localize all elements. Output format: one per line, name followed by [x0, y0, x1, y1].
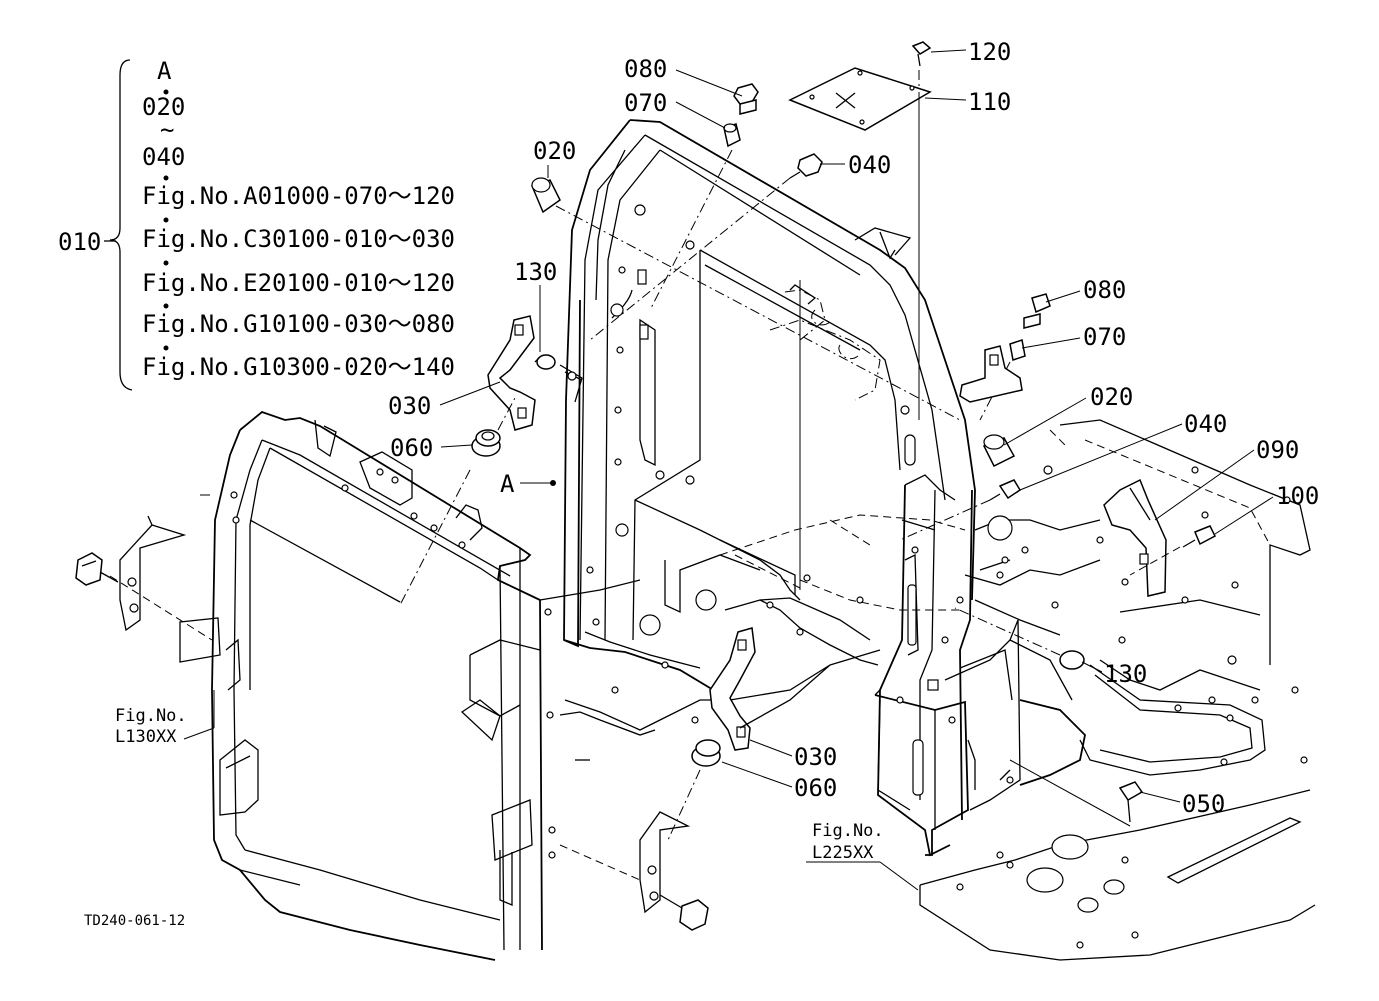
callout-030-upper: 030	[388, 392, 431, 420]
cover-plate-110	[788, 67, 932, 131]
bolt-080b-icon	[1023, 293, 1051, 329]
callout-a: A	[500, 470, 515, 498]
drawing-id: TD240-061-12	[84, 913, 185, 929]
bushing-020b-icon	[982, 434, 1016, 468]
callout-120: 120	[968, 38, 1011, 66]
callout-060-upper: 060	[390, 434, 433, 462]
legend-dot	[163, 260, 169, 266]
callout-040-upper: 040	[848, 151, 891, 179]
legend-line-3: 040	[142, 143, 185, 171]
callout-130-upper: 130	[514, 258, 557, 286]
callout-020-right: 020	[1090, 383, 1133, 411]
callout-070-right: 070	[1083, 323, 1126, 351]
pointer-dot	[550, 480, 556, 486]
bolt-icon	[659, 894, 709, 931]
bumper-130b-icon	[1059, 650, 1085, 670]
bolt-icon	[75, 552, 119, 586]
screw-icon	[911, 41, 932, 67]
left-cab-frame	[179, 410, 556, 961]
legend-line-1: 020	[142, 93, 185, 121]
spacer-070-icon	[723, 123, 741, 148]
bolt-080-icon	[733, 83, 759, 115]
legend-line-7: Fig.No.G10100-030～080	[142, 310, 455, 338]
legend-line-0: A	[157, 57, 172, 85]
callout-080-right: 080	[1083, 276, 1126, 304]
legend-dot	[163, 217, 169, 223]
figure-references: Fig.No. L130XX Fig.No. L225XX	[115, 706, 884, 863]
legend-block: 010 A 020 ~ 040 Fig.No.A01000-070～120 Fi…	[58, 57, 455, 391]
bumper-130-icon	[534, 354, 556, 370]
screw-120	[911, 41, 932, 420]
bolt-050	[1009, 759, 1144, 827]
ref-right-code: L225XX	[812, 843, 874, 863]
legend-dot	[163, 345, 169, 351]
callout-100: 100	[1276, 482, 1319, 510]
callout-040-right: 040	[1184, 410, 1227, 438]
legend-line-5: Fig.No.C30100-010～030	[142, 225, 455, 253]
callout-070-upper: 070	[624, 89, 667, 117]
bolt-040b-icon	[989, 479, 1022, 501]
floor-deck	[460, 419, 1316, 961]
callouts: 120 110 080 070 020 040 130 030 060 A 08…	[388, 38, 1319, 818]
legend-main-part: 010	[58, 228, 101, 256]
legend-dot	[163, 89, 169, 95]
bolt-040-icon	[789, 153, 823, 179]
rear-glass-outline	[769, 280, 881, 590]
callout-060-lower: 060	[794, 774, 837, 802]
parts-lower-center	[559, 627, 831, 931]
callout-090: 090	[1256, 436, 1299, 464]
callout-130-right: 130	[1104, 660, 1147, 688]
ref-left-code: L130XX	[115, 727, 177, 747]
callout-080-upper: 080	[624, 55, 667, 83]
legend-line-2: ~	[160, 116, 174, 144]
legend-dot	[163, 175, 169, 181]
legend-line-8: Fig.No.G10300-020～140	[142, 353, 455, 381]
ref-right-fig: Fig.No.	[812, 821, 884, 841]
right-post	[874, 474, 1086, 857]
legend-brace	[109, 59, 133, 391]
callout-020-upper: 020	[533, 137, 576, 165]
legend-dot	[163, 303, 169, 309]
spacer-070b-icon	[1009, 339, 1026, 361]
mount-060-icon	[471, 429, 501, 457]
bolt-050-icon	[1118, 781, 1144, 823]
legend-line-4: Fig.No.A01000-070～120	[142, 182, 455, 210]
left-bracket-assembly	[75, 515, 213, 641]
callout-110: 110	[968, 88, 1011, 116]
legend-line-6: Fig.No.E20100-010～120	[142, 269, 455, 297]
callout-030-lower: 030	[794, 743, 837, 771]
ref-left-fig: Fig.No.	[115, 706, 187, 726]
rear-panel-a	[563, 119, 976, 701]
bolt-100-icon	[1182, 525, 1216, 548]
parts-upper-left	[399, 83, 961, 606]
bushing-020-icon	[530, 177, 561, 214]
mount-060b-icon	[691, 739, 721, 767]
callout-050: 050	[1182, 790, 1225, 818]
leader-lines	[183, 49, 1274, 891]
parts-right	[899, 293, 1216, 670]
